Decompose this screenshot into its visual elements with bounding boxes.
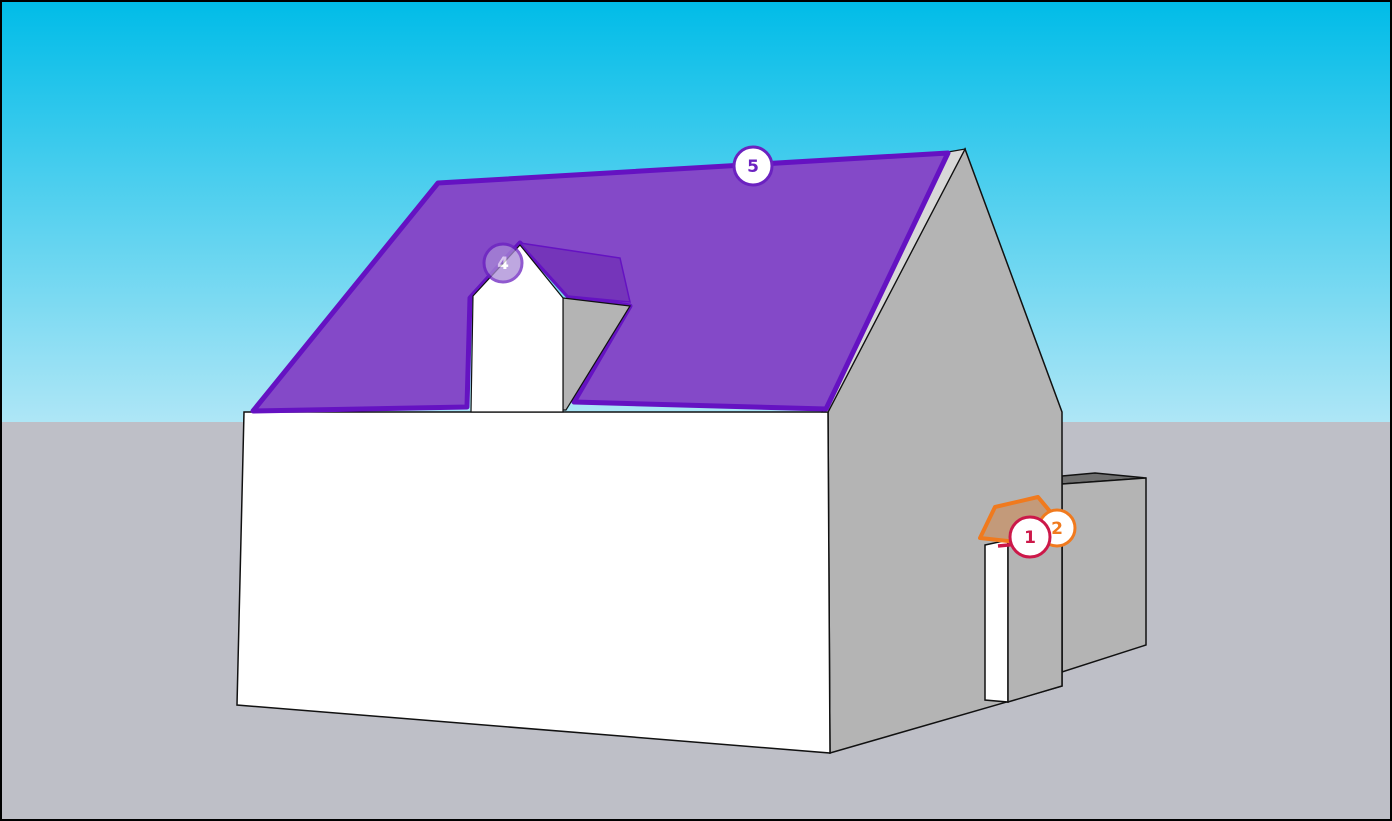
porch-wall-side bbox=[1007, 535, 1063, 704]
annex-wall bbox=[1061, 477, 1147, 674]
marker-2-label: 2 bbox=[1051, 519, 1063, 539]
marker-1[interactable]: 1 bbox=[1008, 515, 1052, 559]
marker-4-label: 4 bbox=[497, 254, 509, 274]
dormer-roof-highlight[interactable] bbox=[518, 241, 631, 303]
marker-1-label: 1 bbox=[1024, 528, 1036, 548]
porch-wall-front bbox=[984, 539, 1009, 703]
marker-4[interactable]: 4 bbox=[482, 242, 524, 284]
marker-5[interactable]: 5 bbox=[732, 145, 774, 187]
front-wall bbox=[236, 411, 831, 754]
marker-5-label: 5 bbox=[747, 157, 759, 177]
